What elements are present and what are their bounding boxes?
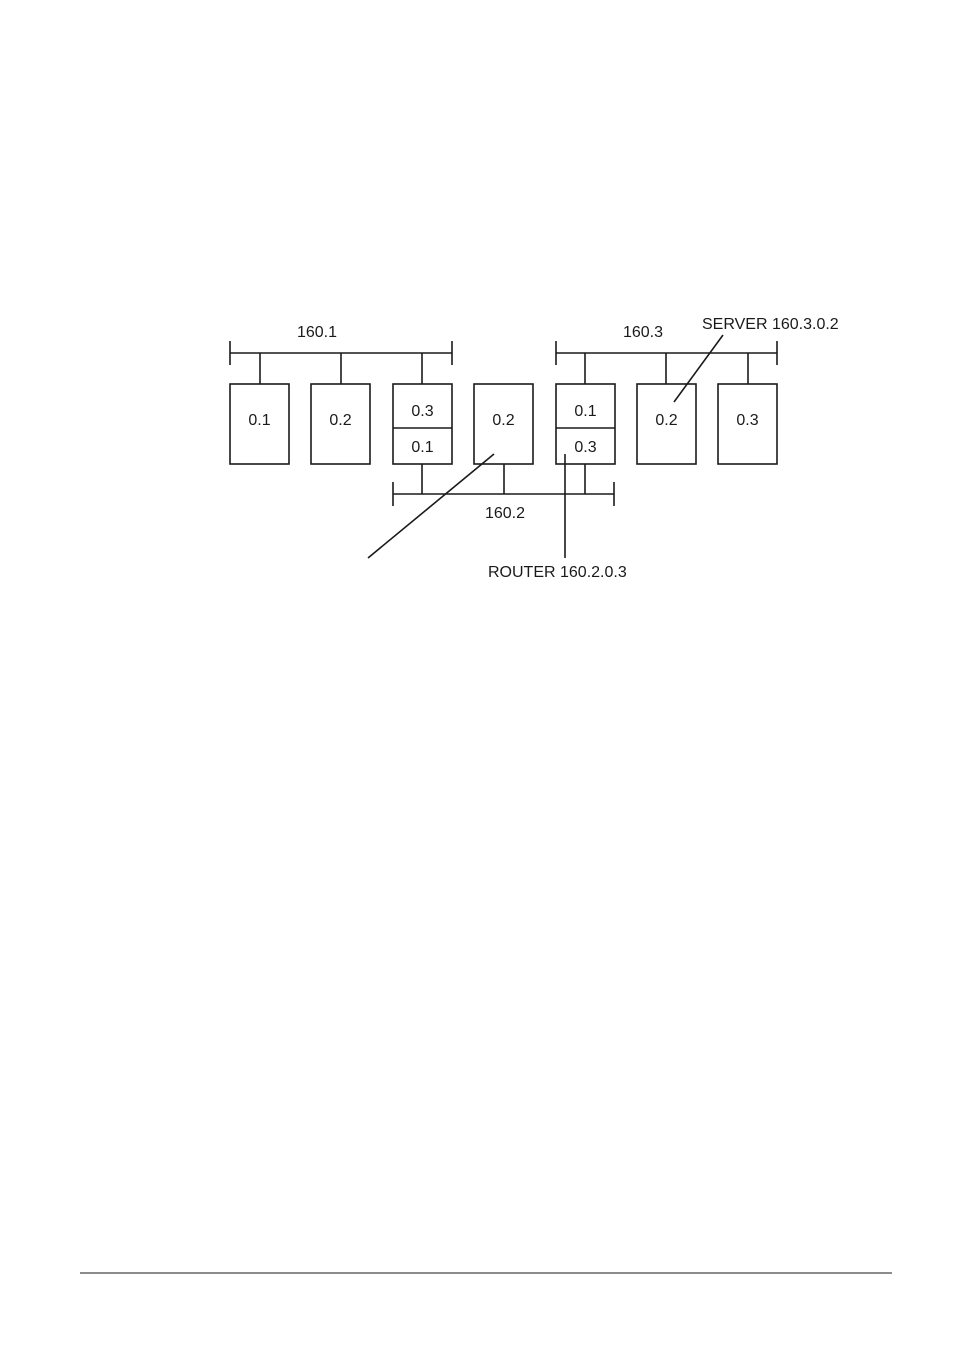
host-box (229, 383, 290, 465)
network-label-160-2: 160.2 (485, 505, 525, 522)
host-box (310, 383, 371, 465)
router-label-upper: 0.1 (574, 403, 596, 420)
host-label: 0.2 (655, 412, 677, 429)
unlabeled-leader-line (367, 453, 495, 559)
server-leader-line (673, 334, 724, 403)
router-annotation: ROUTER 160.2.0.3 (488, 564, 627, 581)
host-label: 0.2 (329, 412, 351, 429)
router-label-lower: 0.1 (411, 439, 433, 456)
server-box (636, 383, 697, 465)
router-label-upper: 0.3 (411, 403, 433, 420)
bus-160-2 (392, 464, 615, 506)
host-label: 0.2 (492, 412, 514, 429)
router-label-lower: 0.3 (574, 439, 596, 456)
router-box (392, 383, 453, 465)
host-box (473, 383, 534, 465)
network-label-160-3: 160.3 (623, 324, 663, 341)
network-label-160-1: 160.1 (297, 324, 337, 341)
host-label: 0.3 (736, 412, 758, 429)
router-box (555, 383, 616, 465)
host-label: 0.1 (248, 412, 270, 429)
bus-160-1 (229, 341, 453, 384)
server-annotation: SERVER 160.3.0.2 (702, 316, 839, 333)
host-box (717, 383, 778, 465)
bus-160-3 (555, 341, 778, 384)
